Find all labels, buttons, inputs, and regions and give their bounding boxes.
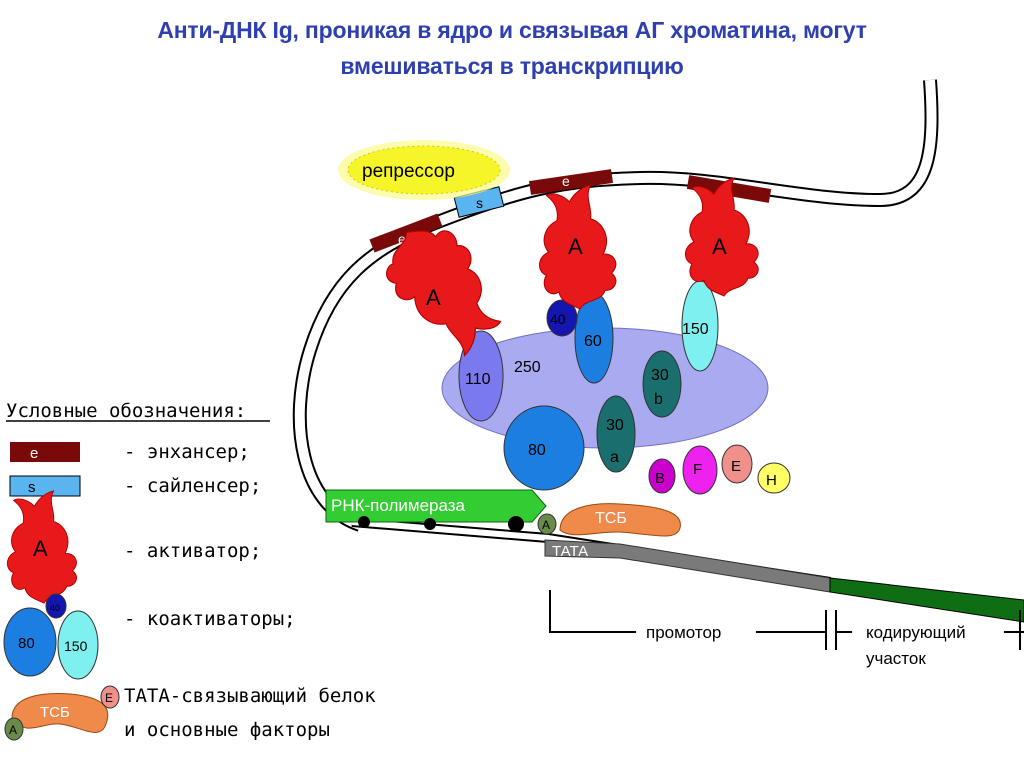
coactivator-150: 150 [681, 280, 719, 372]
svg-text:А: А [568, 234, 583, 259]
factor-F: F [682, 445, 718, 495]
coactivator-30a: 30 a [596, 395, 636, 473]
rna-polymerase: РНК-полимераза [325, 489, 547, 532]
coactivator-30b: 30 b [642, 350, 682, 418]
svg-text:40: 40 [50, 603, 60, 613]
label-250: 250 [514, 359, 541, 376]
legend-enhancer-text: - энхансер; [124, 441, 250, 463]
legend-tata-text-2: и основные факторы [124, 719, 330, 741]
coactivator-80: 80 [503, 405, 585, 491]
svg-text:80: 80 [528, 442, 546, 459]
legend-activator-icon: А [6, 490, 78, 604]
enhancer-label-2: e [562, 173, 570, 189]
activator-2: А [538, 184, 617, 310]
svg-text:ТСБ: ТСБ [595, 510, 627, 527]
repressor: репрессор [338, 140, 510, 200]
svg-text:A: A [9, 723, 17, 737]
legend-silencer-text: - сайленсер; [124, 475, 261, 497]
svg-text:A: A [542, 518, 550, 532]
svg-text:s: s [28, 479, 36, 496]
coactivator-110: 110 [458, 330, 504, 422]
region-brackets: промотор кодирующий участок [549, 590, 1024, 668]
svg-text:80: 80 [18, 635, 35, 652]
slide-title: Анти-ДНК Ig, проникая в ядро и связывая … [20, 12, 1004, 84]
svg-text:150: 150 [64, 638, 88, 654]
dna-promoter-strand: ТАТА [351, 517, 1024, 623]
silencer-label: s [476, 195, 483, 211]
svg-text:А: А [33, 536, 48, 561]
svg-text:150: 150 [682, 321, 709, 338]
svg-text:b: b [654, 391, 663, 408]
svg-text:ТСБ: ТСБ [40, 704, 70, 721]
activator-1: А [371, 209, 514, 371]
svg-text:E: E [105, 691, 113, 705]
promoter-label: промотор [646, 623, 721, 642]
svg-text:E: E [731, 458, 741, 475]
svg-text:B: B [655, 470, 665, 487]
svg-text:e: e [30, 445, 38, 462]
tata-label: ТАТА [552, 543, 588, 560]
svg-text:А: А [426, 285, 441, 310]
legend-coactivators-text: - коактиваторы; [124, 608, 296, 630]
legend-coactivators-icon: 80 150 40 [3, 593, 99, 680]
svg-text:60: 60 [584, 333, 602, 350]
title-line-1: Анти-ДНК Ig, проникая в ядро и связывая … [157, 17, 867, 43]
legend-tata-text-1: ТАТА-связывающий белок [124, 685, 376, 707]
coding-label-2: участок [866, 649, 926, 668]
activator-3: А [684, 177, 759, 297]
title-line-2: вмешиваться в транскрипцию [340, 53, 684, 79]
legend-activator-text: - активатор; [124, 540, 261, 562]
svg-text:a: a [610, 449, 619, 466]
tsb: ТСБ A [537, 503, 681, 537]
legend-silencer-swatch [9, 475, 81, 497]
legend: Условные обозначения: e - энхансер; s - … [3, 400, 376, 741]
repressor-label: репрессор [362, 161, 455, 182]
svg-text:40: 40 [550, 311, 566, 327]
legend-tsb-icon: ТСБ E A [4, 685, 120, 741]
svg-text:F: F [693, 461, 702, 478]
svg-text:30: 30 [606, 417, 624, 434]
legend-heading: Условные обозначения: [6, 400, 246, 422]
svg-text:РНК-полимераза: РНК-полимераза [331, 496, 466, 515]
factor-B: B [648, 458, 676, 494]
factor-E: E [721, 444, 753, 484]
svg-text:H: H [766, 472, 777, 489]
legend-enhancer-swatch [10, 442, 80, 462]
factor-H: H [757, 462, 791, 494]
svg-text:30: 30 [651, 367, 669, 384]
enhancer-label-1: e [398, 231, 406, 247]
coactivator-40: 40 [546, 299, 578, 337]
svg-text:А: А [712, 234, 727, 259]
svg-text:110: 110 [465, 371, 491, 388]
coding-label-1: кодирующий [866, 623, 966, 642]
